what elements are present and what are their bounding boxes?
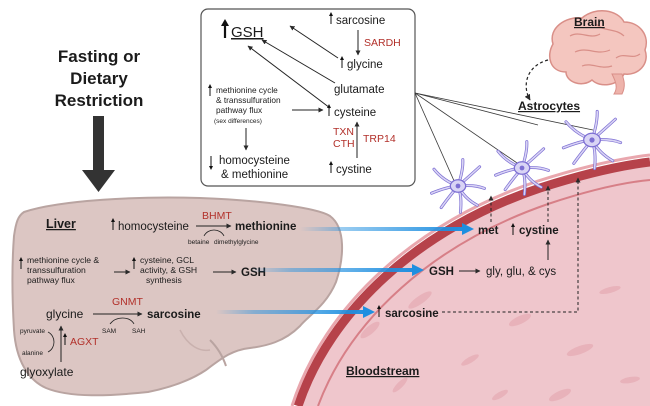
down-arrow-icon [209, 156, 213, 170]
liver-gallbladder [179, 329, 211, 352]
brain-illustration [549, 10, 647, 95]
liver-methionine: methionine [235, 221, 296, 233]
brainbox-cth-enzyme: CTH [333, 138, 355, 150]
fasting-label-line3: Restriction [55, 91, 144, 110]
up-arrow-icon [63, 333, 67, 345]
blood-sarcosine: sarcosine [385, 308, 439, 320]
vessel-cell [360, 321, 380, 339]
fasting-down-arrow [82, 116, 115, 192]
up-arrow-icon [327, 104, 331, 116]
brainbox-trp14-enzyme: TRP14 [363, 133, 396, 145]
bloodstream-label: Bloodstream [346, 364, 419, 378]
vessel-cell [620, 376, 640, 384]
liver-gcl-line3: synthesis [146, 275, 182, 285]
liver-sam: SAM [102, 328, 116, 335]
liver-alanine: alanine [22, 350, 43, 357]
sam-curve [109, 317, 135, 325]
pyruvate-curve [47, 331, 55, 353]
astrocyte-cell [494, 140, 550, 196]
up-arrow-icon [340, 56, 344, 68]
liver-glyoxylate: glyoxylate [20, 365, 74, 379]
vessel-cell [392, 377, 408, 393]
up-arrow-icon [111, 218, 115, 230]
fasting-label-line1: Fasting or [58, 47, 141, 66]
brainbox-cysteine: cysteine [334, 107, 376, 119]
liver-title: Liver [46, 217, 76, 231]
glutamate-to-gsh-arrow [261, 39, 336, 84]
brainbox-cystine: cystine [336, 164, 372, 176]
vessel-texture [360, 285, 640, 402]
up-arrow-icon [19, 257, 23, 269]
brainbox-glycine: glycine [347, 59, 383, 71]
liver-gcl-line2: activity, & GSH [140, 265, 197, 275]
brainbox-methionine: & methionine [221, 169, 288, 181]
up-arrow-icon [329, 161, 333, 173]
liver-gnmt-enzyme: GNMT [112, 296, 143, 308]
brainbox-flux-line4: (sex differences) [214, 118, 262, 125]
blood-cystine: cystine [519, 225, 559, 237]
brain-metabolism-box [200, 8, 416, 187]
brainbox-flux-line2: & transsulfuration [216, 95, 281, 105]
sarcosine-to-astrocyte-arrow [442, 177, 581, 313]
vessel-cell [548, 388, 572, 402]
up-arrow-icon [377, 305, 381, 317]
liver-homocysteine: homocysteine [118, 221, 189, 233]
brainbox-sardh-enzyme: SARDH [364, 37, 401, 49]
transport-arrows [216, 223, 474, 318]
astrocytes-label: Astrocytes [518, 99, 580, 113]
brainbox-gsh: GSH [231, 24, 264, 41]
vessel-cell [508, 313, 532, 327]
liver-bhmt-enzyme: BHMT [202, 210, 232, 222]
liver-sah: SAH [132, 328, 146, 335]
brainbox-glutamate: glutamate [334, 84, 385, 96]
brainbox-flux-line1: methionine cycle [216, 85, 278, 95]
up-arrow-icon [132, 257, 136, 269]
liver-agxt-enzyme: AGXT [70, 336, 99, 348]
glycine-to-gsh-arrow [289, 25, 339, 59]
liver-dimethylglycine: dimethylglycine [214, 239, 259, 246]
vessel-cell [566, 343, 594, 357]
vessel-cell [408, 291, 432, 309]
liver-betaine: betaine [188, 239, 210, 246]
blood-met: met [478, 225, 499, 237]
liver-sarcosine: sarcosine [147, 309, 201, 321]
vessel-cell [461, 354, 479, 366]
box-to-astrocytes-lines [414, 92, 594, 184]
liver-pyruvate: pyruvate [20, 328, 45, 335]
up-arrow-icon [208, 84, 212, 96]
liver-cycle-line2: transsulfuration [27, 265, 86, 275]
up-arrow-icon [511, 223, 515, 235]
cysteine-to-gsh-arrow [247, 45, 331, 109]
astrocyte-cell [561, 109, 623, 171]
betaine-curve [203, 229, 225, 237]
liver-glycine: glycine [46, 307, 84, 321]
brain-to-astrocytes-arrow [524, 59, 549, 101]
up-arrow-icon [221, 19, 229, 38]
brainbox-homocysteine: homocysteine [219, 155, 290, 167]
fasting-label-line2: Dietary [70, 69, 128, 88]
liver-shape [11, 196, 344, 397]
astrocyte-cell [430, 158, 486, 214]
brainbox-flux-line3: pathway flux [216, 105, 263, 115]
liver-cycle-line3: pathway flux [27, 275, 75, 285]
bloodstream-vessel [290, 153, 650, 406]
vessel-cell [599, 285, 621, 295]
blood-gsh: GSH [429, 266, 454, 278]
liver-ligament [209, 339, 227, 367]
brain-label: Brain [574, 15, 605, 29]
liver-cycle-line1: methionine cycle & [27, 255, 99, 265]
brainbox-txn-enzyme: TXN [333, 126, 354, 138]
blood-products: gly, glu, & cys [486, 266, 556, 278]
astrocytes-group [430, 109, 623, 214]
liver-gcl-line1: cysteine, GCL [140, 255, 194, 265]
vessel-cell [492, 389, 508, 401]
up-arrow-icon [329, 12, 333, 24]
brainbox-sarcosine: sarcosine [336, 15, 385, 27]
